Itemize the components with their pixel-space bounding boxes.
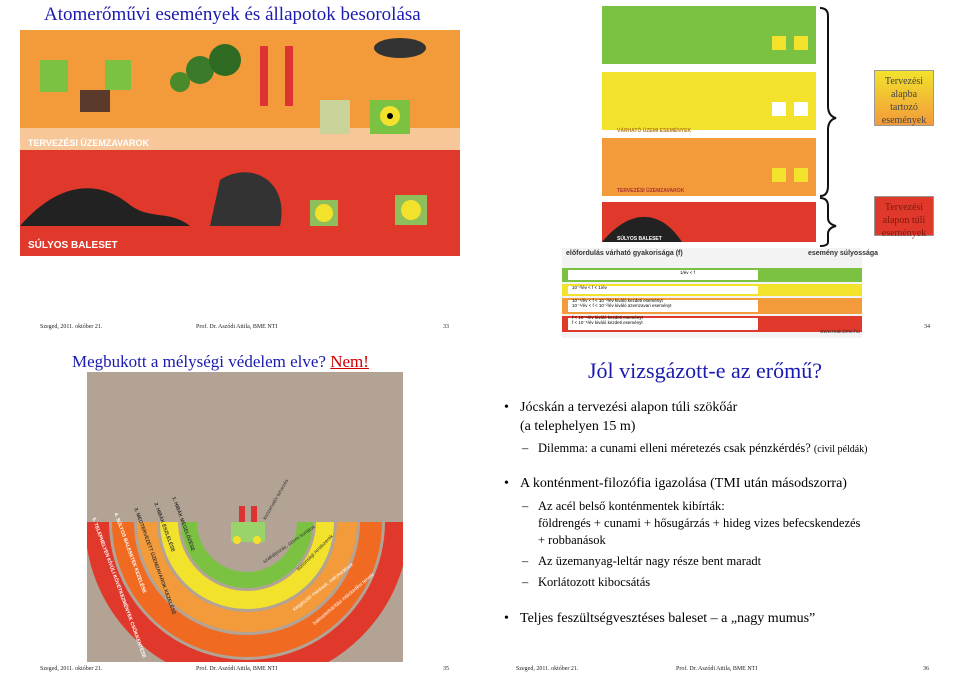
dash: – <box>522 441 529 455</box>
bullet-3: • Teljes feszültségvesztéses baleset – a… <box>504 609 816 628</box>
row-3: 10⁻⁴/év < f < 10⁻²/év kiváló kezdeti ese… <box>572 298 672 308</box>
page-number: 34 <box>924 324 930 330</box>
sub-bullet-2-3: – Korlátozott kibocsátás <box>522 574 651 591</box>
axis-frequency-label: előfordulás várható gyakorisága (f) <box>566 250 683 257</box>
bullet-2: • A konténment-filozófia igazolása (TMI … <box>504 474 847 493</box>
defense-in-depth-diagram <box>87 372 403 662</box>
footer-author: Prof. Dr. Aszódi Attila, BME NTI <box>676 666 758 672</box>
footer-date: Szeged, 2011. október 21. <box>40 666 103 672</box>
page-number: 36 <box>923 666 929 672</box>
title-question: Megbukott a mélységi védelem elve? <box>72 352 331 371</box>
bullet-2-text: A konténment-filozófia igazolása (TMI ut… <box>520 476 847 491</box>
footer-date: Szeged, 2011. október 21. <box>40 324 103 330</box>
slide-33: Atomerőművi események és állapotok besor… <box>0 0 480 342</box>
row-4: f < 10⁻⁴/év kiváló kezdeti eseményt f < … <box>572 315 643 325</box>
plant-incident-illustration <box>20 30 460 256</box>
beyond-design-basis-box: Tervezési alapon túli események <box>874 196 934 239</box>
dash: – <box>522 499 529 513</box>
bullet-3-text: Teljes feszültségvesztéses baleset – a „… <box>520 611 816 626</box>
axis-severity-label: esemény súlyossága <box>808 250 879 257</box>
design-basis-box: Tervezési alapba tartozó események <box>874 70 934 126</box>
label-severe-accident: SÚLYOS BALESET <box>28 240 118 251</box>
bullet-1-cont: (a telephelyen 15 m) <box>520 419 636 434</box>
label-severe-accident-2: SÚLYOS BALESET <box>617 236 662 242</box>
footer-date: Szeged, 2011. október 21. <box>516 666 579 672</box>
slide-35-title: Megbukott a mélységi védelem elve? Nem! <box>72 352 369 372</box>
slide-36: Jól vizsgázott-e az erőmű? • Jócskán a t… <box>480 342 960 684</box>
row-1: 1/év < f <box>680 270 695 275</box>
sub-bullet-2-2-text: Az üzemanyag-leltár nagy része bent mara… <box>538 554 762 568</box>
sub-bullet-2-1: – Az acél belső konténmentek kibírták: <box>522 498 725 515</box>
sub-bullet-1-1-text: Dilemma: a cunami elleni méretezés csak … <box>538 441 811 455</box>
dash: – <box>522 575 529 589</box>
sub-bullet-2-3-text: Korlátozott kibocsátás <box>538 575 651 589</box>
sub-bullet-1-1-note: (civil példák) <box>813 444 868 455</box>
bullet-dot: • <box>504 400 509 415</box>
label-design-incidents: TERVEZÉSI ÜZEMZAVAROK <box>28 138 150 148</box>
row-2: 10⁻²/év < f < 1/év <box>572 285 607 290</box>
slide-36-title: Jól vizsgázott-e az erőmű? <box>588 358 822 383</box>
page-number: 33 <box>443 324 449 330</box>
event-classification-diagram <box>562 6 862 338</box>
slide-33-title: Atomerőművi események és állapotok besor… <box>44 4 421 25</box>
sub-bullet-2-1-cont: földrengés + cunami + hősugárzás + hideg… <box>538 516 861 530</box>
sub-bullet-2-1-text: Az acél belső konténmentek kibírták: <box>538 499 725 513</box>
footer-author: Prof. Dr. Aszódi Attila, BME NTI <box>196 324 278 330</box>
slide-35: Megbukott a mélységi védelem elve? Nem! … <box>0 342 480 684</box>
label-normal-operation: NORMÁL ÜZEM <box>617 66 655 72</box>
footer-author: Prof. Dr. Aszódi Attila, BME NTI <box>196 666 278 672</box>
slide-34: NORMÁL ÜZEM VÁRHATÓ ÜZEMI ESEMÉNYEK TERV… <box>480 0 960 342</box>
sub-bullet-2-1-cont2: + robbanások <box>538 533 606 547</box>
bullet-1: • Jócskán a tervezési alapon túli szökőá… <box>504 398 738 417</box>
dash: – <box>522 554 529 568</box>
website: www.reak.bme.hu <box>820 329 860 335</box>
title-answer: Nem! <box>330 352 369 371</box>
bullet-dot: • <box>504 611 509 626</box>
label-expected-events: VÁRHATÓ ÜZEMI ESEMÉNYEK <box>617 128 692 134</box>
page-number: 35 <box>443 666 449 672</box>
sub-bullet-2-2: – Az üzemanyag-leltár nagy része bent ma… <box>522 553 762 570</box>
sub-bullet-1-1: – Dilemma: a cunami elleni méretezés csa… <box>522 440 868 458</box>
bullet-dot: • <box>504 476 509 491</box>
label-design-incidents-2: TERVEZÉSI ÜZEMZAVAROK <box>617 188 685 194</box>
bullet-1-text: Jócskán a tervezési alapon túli szökőár <box>520 400 738 415</box>
